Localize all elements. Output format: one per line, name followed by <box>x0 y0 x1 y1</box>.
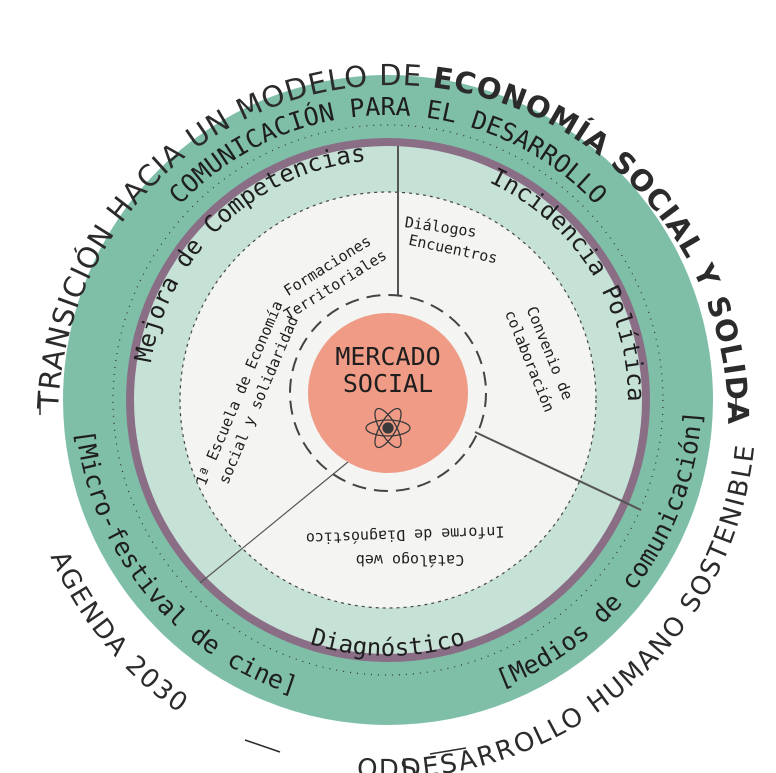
band-dotted-ring <box>112 124 664 676</box>
center-title-line2: SOCIAL <box>343 369 433 398</box>
center-dashed-ring <box>289 294 487 492</box>
outer-separators <box>39 395 737 755</box>
divider-left <box>199 461 349 584</box>
atom-icon <box>365 407 411 449</box>
divider-right <box>474 431 642 511</box>
center-circle <box>308 313 468 473</box>
outer-bottom-ods-text: ODS <box>356 754 420 773</box>
bottom-item-catalogo: Catálogo web <box>356 551 464 569</box>
center-title-line1: MERCADO <box>335 342 440 371</box>
